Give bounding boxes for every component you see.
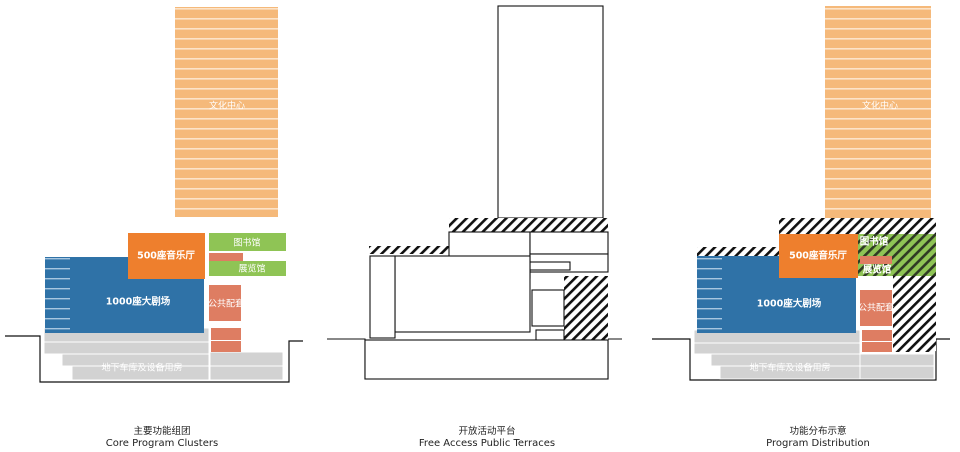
panel-public-terraces: 开放活动平台 Free Access Public Terraces: [327, 5, 622, 449]
terrace-roof-hatch: [449, 218, 608, 232]
panel-1-caption-cn: 主要功能组团: [133, 425, 190, 437]
terrace-roof-hatch: [779, 218, 936, 234]
parking-label: 地下车库及设备用房: [101, 362, 182, 374]
public-support-block: [860, 290, 892, 326]
theatre-label: 1000座大剧场: [106, 296, 171, 308]
parking-label: 地下车库及设备用房: [749, 362, 830, 374]
tower-outline: [497, 5, 604, 219]
panel-3-caption-en: Program Distribution: [766, 438, 870, 449]
panel-1-caption-en: Core Program Clusters: [106, 438, 218, 449]
public-support-lower-2: [211, 341, 241, 352]
public-support-lower-1: [211, 328, 241, 340]
culture-center-label: 文化中心: [209, 100, 245, 112]
music-hall-label: 500座音乐厅: [789, 250, 847, 262]
culture-center-block: [175, 7, 278, 217]
terrace-right-hatch: [893, 276, 936, 352]
exhibition-label: 展览馆: [238, 263, 265, 275]
exhibition-label: 展览馆: [863, 264, 892, 276]
culture-center-block: [825, 6, 931, 218]
public-support-lower-1: [862, 330, 892, 341]
public-support-label: 公共配套: [858, 302, 894, 314]
theatre-stairs: [697, 256, 722, 333]
outline-strip: [529, 261, 571, 271]
outline-public: [531, 289, 565, 327]
ground-line: [5, 335, 303, 383]
library-label: 图书馆: [860, 236, 889, 248]
panel-3-caption-cn: 功能分布示意: [789, 425, 846, 437]
public-support-block: [209, 285, 241, 321]
terrace-left-hatch: [697, 247, 779, 256]
library-orange-strip: [209, 253, 243, 261]
music-hall-block: [128, 233, 205, 279]
terrace-left-hatch: [369, 246, 450, 254]
theatre-label: 1000座大剧场: [757, 298, 822, 310]
panel-2-caption-en: Free Access Public Terraces: [419, 438, 555, 449]
parking-block: [43, 327, 284, 381]
outline-basement: [364, 339, 609, 380]
library-block: [209, 233, 286, 251]
panel-2-caption-cn: 开放活动平台: [458, 425, 515, 437]
library-hatch: [858, 234, 936, 276]
culture-center-label: 文化中心: [862, 100, 898, 112]
public-support-label: 公共配套: [208, 298, 244, 310]
ground-line: [652, 338, 950, 381]
library-orange-strip: [860, 256, 892, 264]
library-label: 图书馆: [233, 237, 260, 249]
music-hall-label: 500座音乐厅: [137, 250, 195, 262]
parking-block: [693, 329, 935, 380]
music-hall-block: [779, 234, 858, 278]
outline-right-top: [529, 231, 609, 255]
outline-theatre: [394, 255, 531, 333]
theatre-stairs: [45, 257, 70, 333]
panel-core-program: 地下车库及设备用房 文化中心 1000座大剧场 500座音乐厅 图书馆 展览馆 …: [5, 7, 303, 449]
public-support-lower-2: [862, 342, 892, 352]
terrace-right-hatch: [564, 276, 608, 352]
outline-stairs: [369, 255, 396, 339]
exhibition-block: [209, 261, 286, 276]
panel-program-distribution: 地下车库及设备用房 文化中心 1000座大剧场 500座音乐厅 图书馆 展览馆 …: [652, 6, 950, 449]
